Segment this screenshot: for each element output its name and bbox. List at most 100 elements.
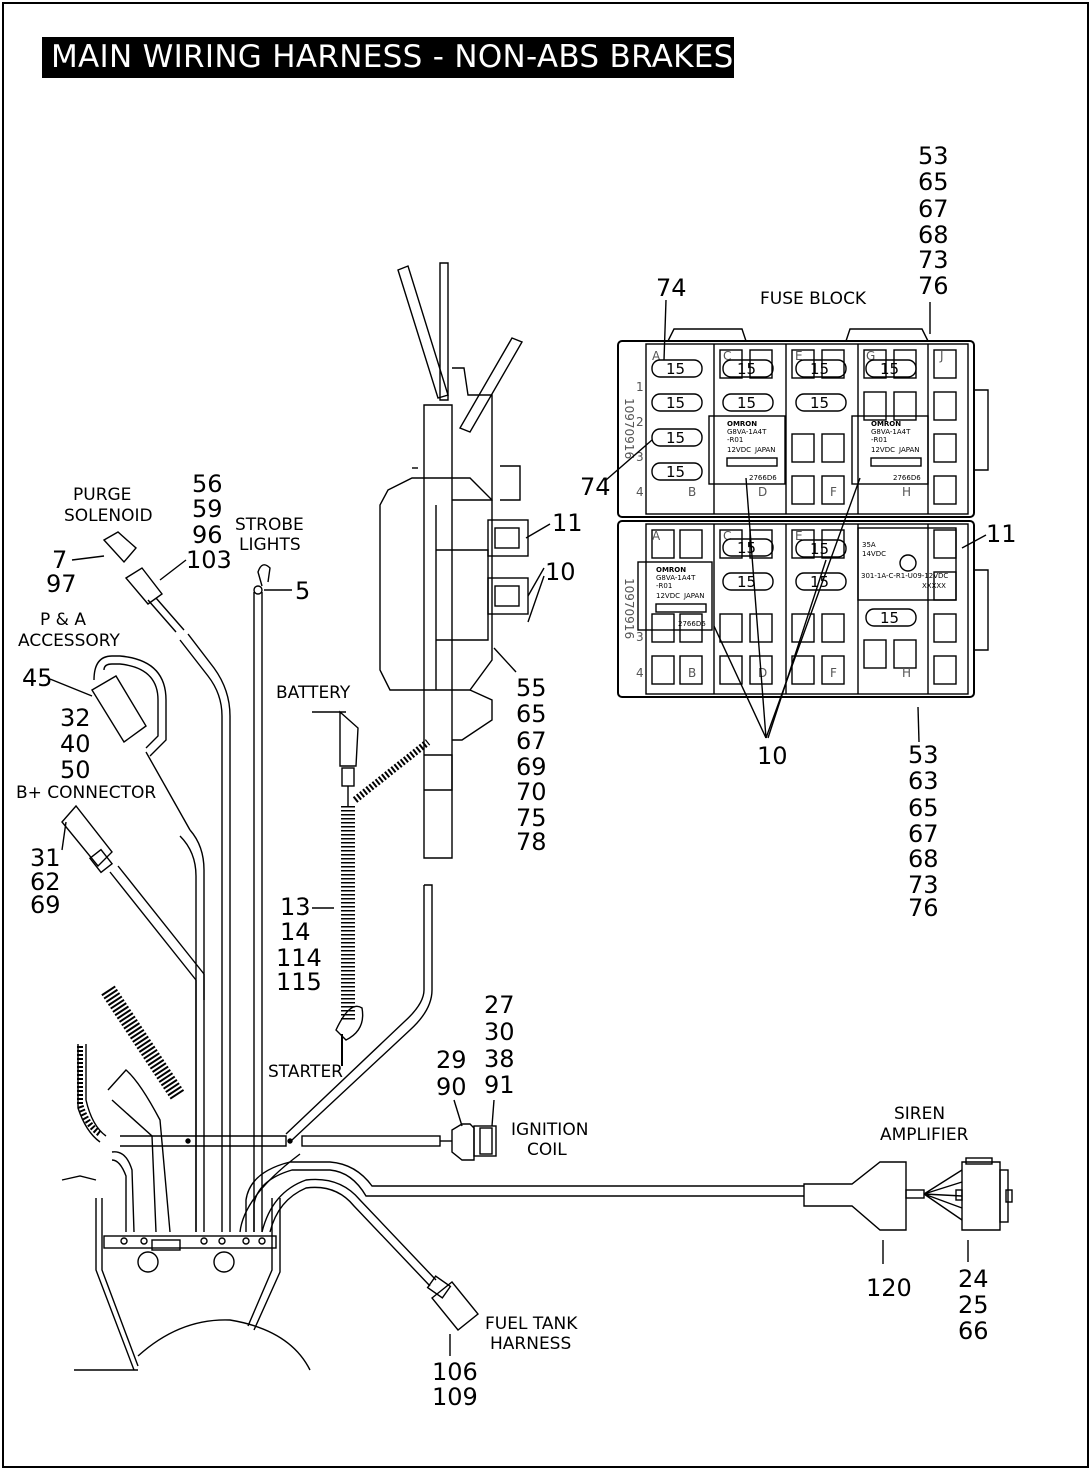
callout-stack-pa: 32 40 50 bbox=[60, 704, 91, 784]
svg-text:OMRON: OMRON bbox=[871, 420, 901, 428]
ignition-coil-label-2: COIL bbox=[527, 1140, 567, 1160]
svg-text:15: 15 bbox=[666, 360, 685, 378]
callout: 63 bbox=[908, 767, 939, 795]
callout: 73 bbox=[918, 246, 949, 274]
callout: 65 bbox=[516, 700, 547, 728]
callout: 96 bbox=[192, 521, 223, 549]
callout: 14 bbox=[280, 918, 311, 946]
slot-letter: G bbox=[866, 349, 875, 363]
svg-text:2766D6: 2766D6 bbox=[678, 620, 706, 628]
callout-stack-siren: 24 25 66 bbox=[958, 1265, 989, 1345]
svg-text:15: 15 bbox=[810, 540, 829, 558]
svg-text:14VDC: 14VDC bbox=[862, 550, 886, 558]
callout: 65 bbox=[918, 168, 949, 196]
callout: 67 bbox=[918, 195, 949, 223]
fuse: 15 bbox=[795, 539, 847, 558]
purge-solenoid-label-2: SOLENOID bbox=[64, 506, 153, 526]
slot-letter: C bbox=[723, 529, 731, 543]
callout-45: 45 bbox=[22, 664, 53, 692]
callout: 106 bbox=[432, 1358, 478, 1386]
callout: 76 bbox=[908, 894, 939, 922]
slot-letter: B bbox=[688, 666, 696, 680]
svg-text:G8VA-1A4T: G8VA-1A4T bbox=[656, 574, 696, 582]
callout: 90 bbox=[436, 1073, 467, 1101]
svg-text:-R01: -R01 bbox=[727, 436, 743, 444]
svg-text:G8VA-1A4T: G8VA-1A4T bbox=[871, 428, 911, 436]
svg-text:35A: 35A bbox=[862, 541, 876, 549]
svg-text:15: 15 bbox=[810, 394, 829, 412]
fuse: 15 bbox=[651, 359, 703, 378]
fuel-tank-harness-connector bbox=[426, 1275, 479, 1331]
slot-letter: H bbox=[902, 666, 911, 680]
callout-stack-purge: 56 59 96 103 bbox=[186, 470, 232, 574]
callout: 69 bbox=[30, 891, 61, 919]
slot-letter: H bbox=[902, 485, 911, 499]
callout-stack-55: 55 65 67 69 70 75 78 bbox=[516, 674, 547, 856]
svg-text:OMRON: OMRON bbox=[727, 420, 757, 428]
svg-text:301-1A-C-R1-U09-12VDC: 301-1A-C-R1-U09-12VDC bbox=[861, 572, 948, 580]
svg-text:15: 15 bbox=[737, 539, 756, 557]
callout-stack-bplus: 31 62 69 bbox=[30, 844, 61, 919]
battery-cable bbox=[312, 710, 359, 806]
callout: 103 bbox=[186, 546, 232, 574]
strobe-lights-label-2: LIGHTS bbox=[239, 535, 301, 555]
fuse-block: 10970916 10970916 A C E G J B D F H A C … bbox=[617, 328, 989, 698]
fuse: 15 bbox=[795, 359, 847, 378]
callout: 91 bbox=[484, 1071, 515, 1099]
svg-text:15: 15 bbox=[880, 360, 899, 378]
harness-mount-bracket bbox=[379, 262, 529, 859]
siren-amplifier-label-2: AMPLIFIER bbox=[880, 1125, 969, 1145]
slot-letter: A bbox=[652, 529, 661, 543]
strobe-lights-label-1: STROBE bbox=[235, 515, 304, 535]
row-number: 2 bbox=[636, 415, 644, 429]
relay-upper-right: OMRON G8VA-1A4T -R01 12VDC JAPAN 2766D6 bbox=[851, 415, 929, 485]
callout-7: 7 bbox=[52, 546, 67, 574]
callout-10-harness: 10 bbox=[545, 558, 576, 586]
svg-text:JAPAN: JAPAN bbox=[683, 592, 705, 600]
callout-5: 5 bbox=[295, 577, 310, 605]
callout-stack-top-right: 53 65 67 68 73 76 bbox=[918, 142, 949, 300]
ignition-coil-label-1: IGNITION bbox=[511, 1120, 588, 1140]
slot-letter: E bbox=[795, 349, 803, 363]
callout: 50 bbox=[60, 756, 91, 784]
callout: 55 bbox=[516, 674, 547, 702]
callout: 65 bbox=[908, 794, 939, 822]
callout-stack-battery: 13 14 114 115 bbox=[276, 893, 322, 996]
svg-text:15: 15 bbox=[666, 429, 685, 447]
fuses: 15 15 15 15 15 15 15 15 15 15 15 15 15 1… bbox=[651, 359, 917, 627]
callout: 75 bbox=[516, 804, 547, 832]
callout-stack-coil-left: 29 90 bbox=[436, 1046, 467, 1101]
main-harness-trunk bbox=[61, 592, 804, 1371]
fuse: 15 bbox=[795, 393, 847, 412]
callout-stack-fuel: 106 109 bbox=[432, 1358, 478, 1411]
callout: 25 bbox=[958, 1291, 989, 1319]
callout: 59 bbox=[192, 495, 223, 523]
strobe-lights-plug bbox=[257, 564, 271, 587]
fuse-block-part-number-lower: 10970916 bbox=[622, 578, 636, 639]
callout-74-top: 74 bbox=[656, 274, 687, 302]
svg-text:JAPAN: JAPAN bbox=[754, 446, 776, 454]
svg-text:2766D6: 2766D6 bbox=[893, 474, 921, 482]
fuse: 15 bbox=[722, 359, 774, 378]
callout: 114 bbox=[276, 944, 322, 972]
slot-letter: F bbox=[830, 485, 837, 499]
callout-10-fuse: 10 bbox=[757, 742, 788, 770]
purge-solenoid-connector bbox=[102, 531, 185, 633]
fuse: 15 bbox=[651, 428, 703, 447]
callout: 29 bbox=[436, 1046, 467, 1074]
siren-amplifier-connector bbox=[803, 1157, 1013, 1231]
slot-letters: A C E G J B D F H A C E B D F H 1 2 3 4 … bbox=[636, 349, 944, 680]
slot-letter: D bbox=[758, 666, 767, 680]
callout: 53 bbox=[918, 142, 949, 170]
svg-text:JAPAN: JAPAN bbox=[898, 446, 920, 454]
slot-letter: B bbox=[688, 485, 696, 499]
fuel-tank-harness-label-2: HARNESS bbox=[490, 1334, 571, 1354]
callout: 31 bbox=[30, 844, 61, 872]
relay-lower-big: 35A 14VDC 301-1A-C-R1-U09-12VDC XXXXX bbox=[857, 527, 957, 601]
callout-97: 97 bbox=[46, 570, 77, 598]
fuse: 15 bbox=[722, 393, 774, 412]
svg-text:-R01: -R01 bbox=[871, 436, 887, 444]
svg-text:12VDC: 12VDC bbox=[727, 446, 751, 454]
svg-text:15: 15 bbox=[810, 360, 829, 378]
